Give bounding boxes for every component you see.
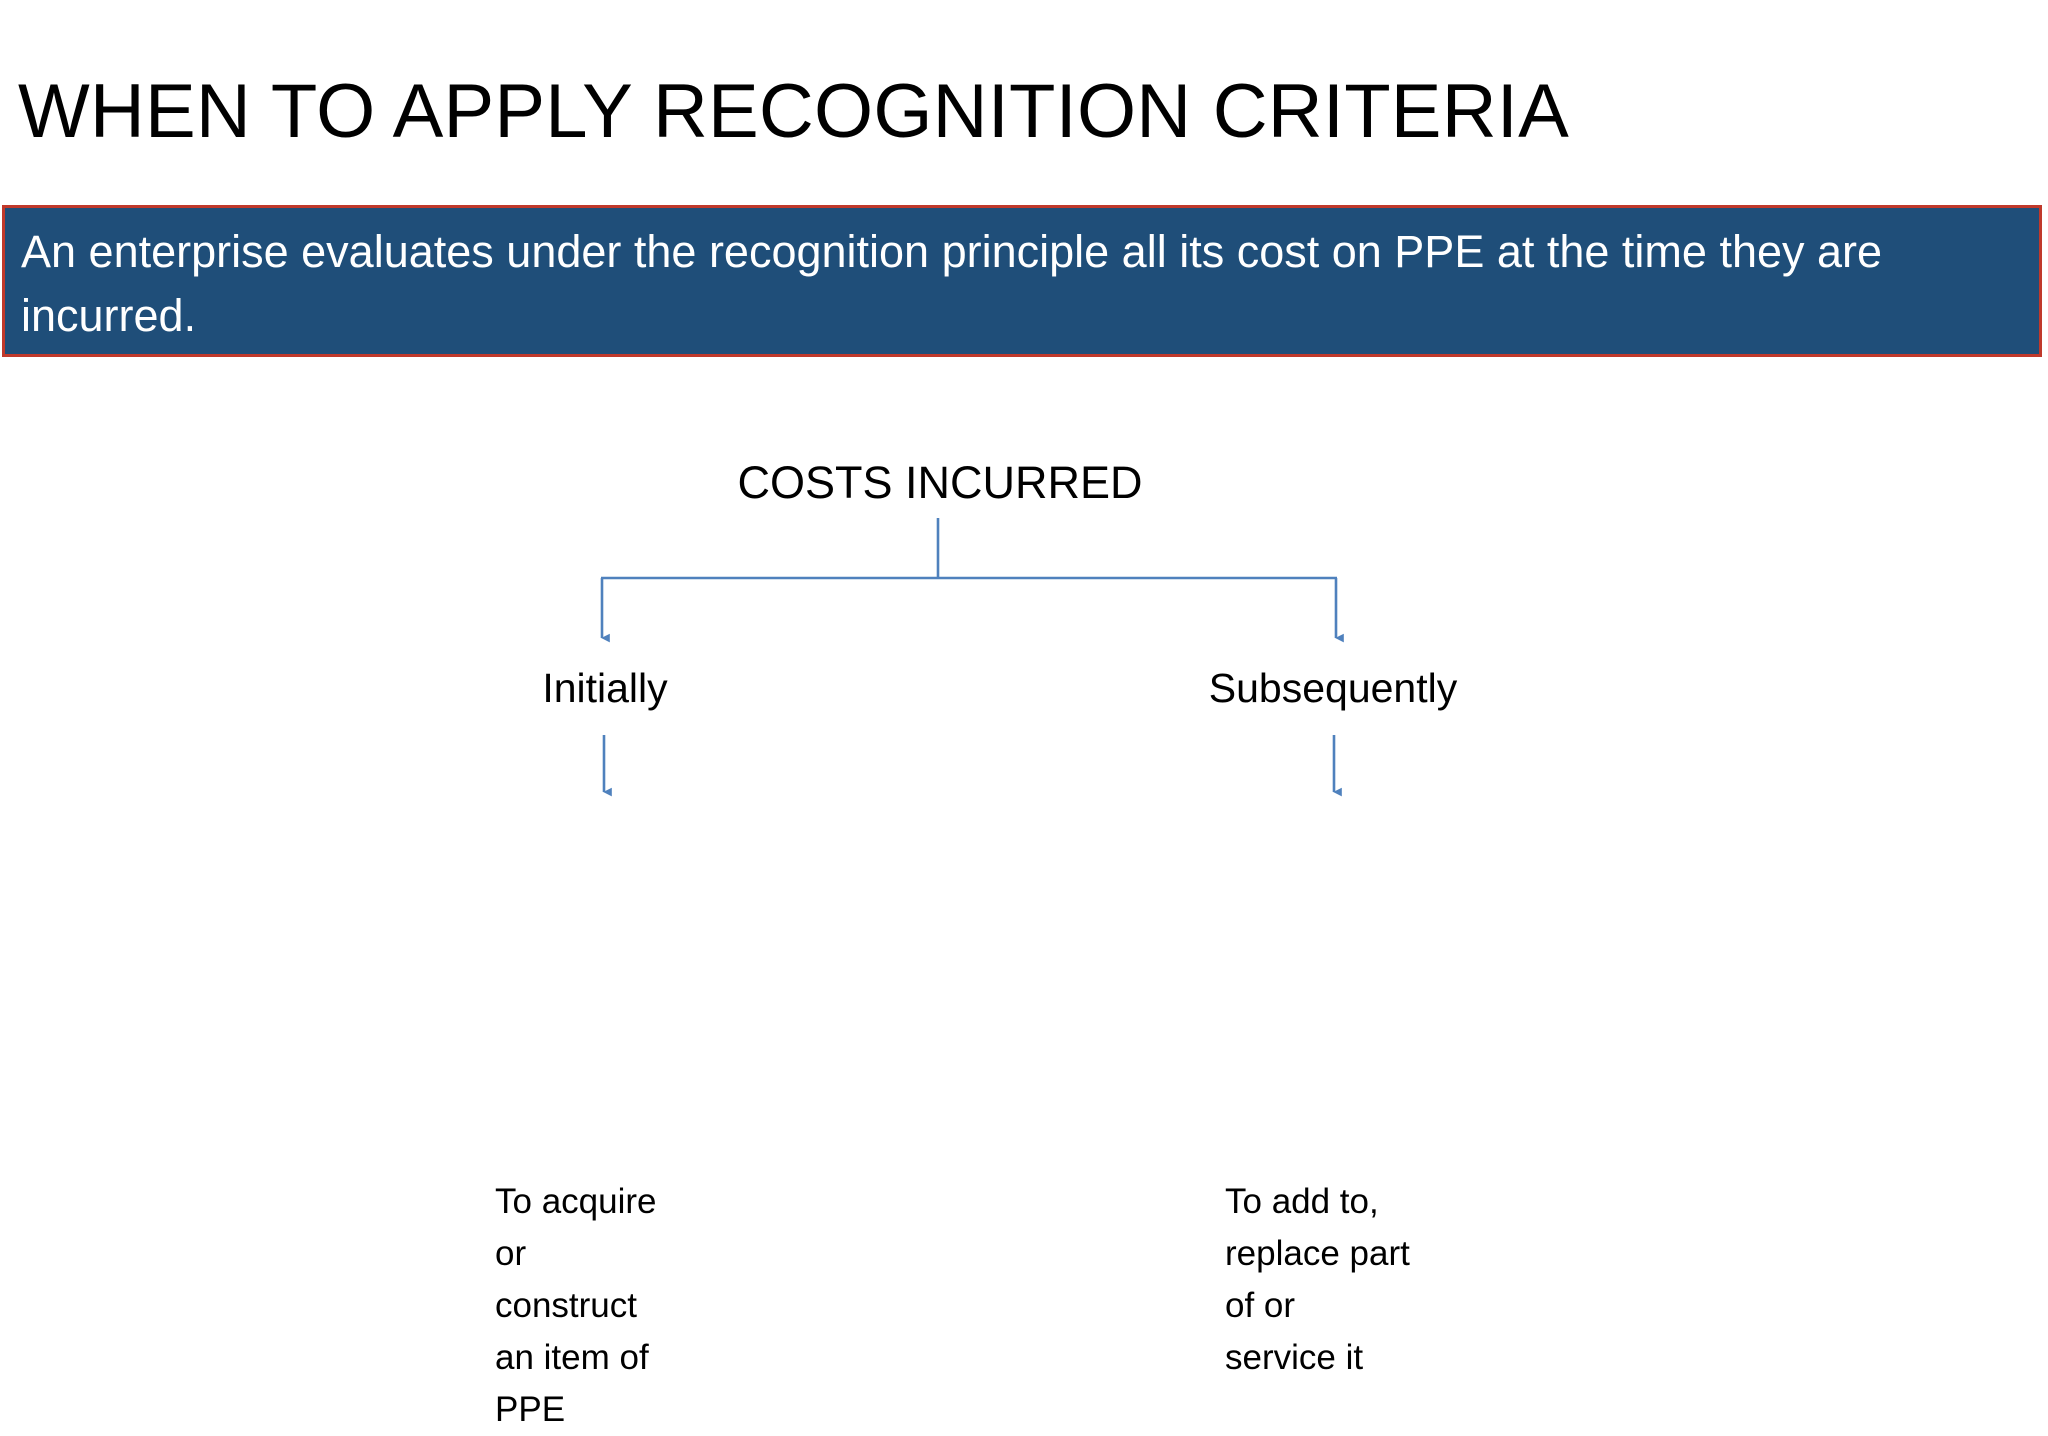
node-initially: Initially <box>542 665 668 711</box>
banner-text: An enterprise evaluates under the recogn… <box>21 226 1883 341</box>
highlight-banner: An enterprise evaluates under the recogn… <box>2 205 2042 357</box>
node-subsequently: Subsequently <box>1208 665 1458 711</box>
node-costs-incurred: COSTS INCURRED <box>737 457 1143 508</box>
costs-incurred-diagram: COSTS INCURRED Initially Subsequently To… <box>0 380 2048 1429</box>
slide-canvas: WHEN TO APPLY RECOGNITION CRITERIA An en… <box>0 69 2048 1429</box>
page-title: WHEN TO APPLY RECOGNITION CRITERIA <box>18 69 1569 154</box>
